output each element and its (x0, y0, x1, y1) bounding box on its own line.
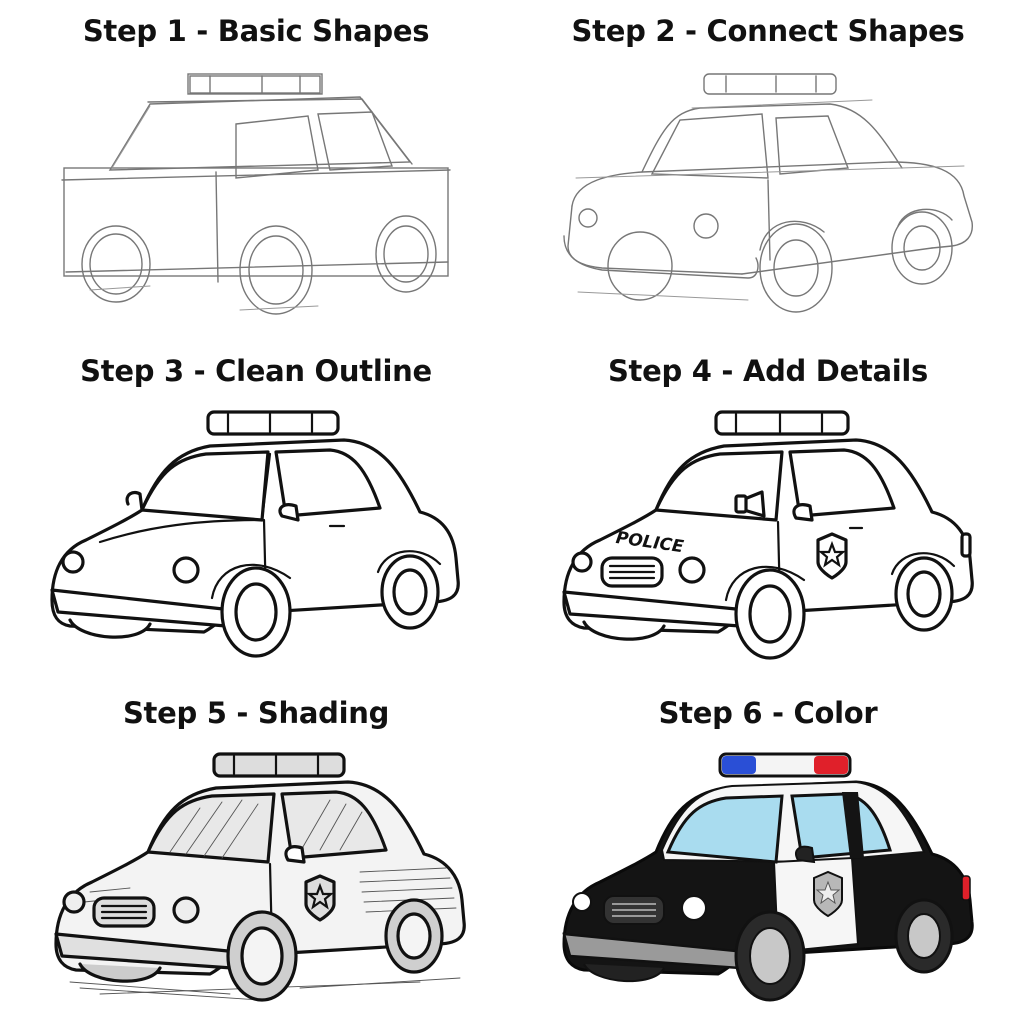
step-5-panel: Step 5 - Shading (0, 682, 512, 1024)
step-2-title: Step 2 - Connect Shapes (571, 14, 965, 48)
step-1-title: Step 1 - Basic Shapes (82, 14, 430, 48)
basic-shapes-car-sketch (61, 73, 451, 315)
connected-shapes-car-sketch (563, 73, 973, 313)
clean-outline-car-drawing (50, 410, 460, 658)
step-1-panel: Step 1 - Basic Shapes (0, 0, 512, 340)
step-6-panel: Step 6 - Color (512, 682, 1024, 1024)
shaded-police-car-drawing (54, 752, 466, 1002)
step-4-panel: Step 4 - Add Details POLICE (512, 340, 1024, 680)
step-5-title: Step 5 - Shading (122, 696, 390, 730)
step-2-panel: Step 2 - Connect Shapes (512, 0, 1024, 340)
step-4-title: Step 4 - Add Details (607, 354, 929, 388)
detailed-police-car-drawing: POLICE (562, 410, 974, 660)
step-3-title: Step 3 - Clean Outline (80, 354, 432, 388)
step-6-title: Step 6 - Color (658, 696, 878, 730)
step-3-panel: Step 3 - Clean Outline (0, 340, 512, 680)
colored-police-car-drawing (562, 752, 974, 1002)
